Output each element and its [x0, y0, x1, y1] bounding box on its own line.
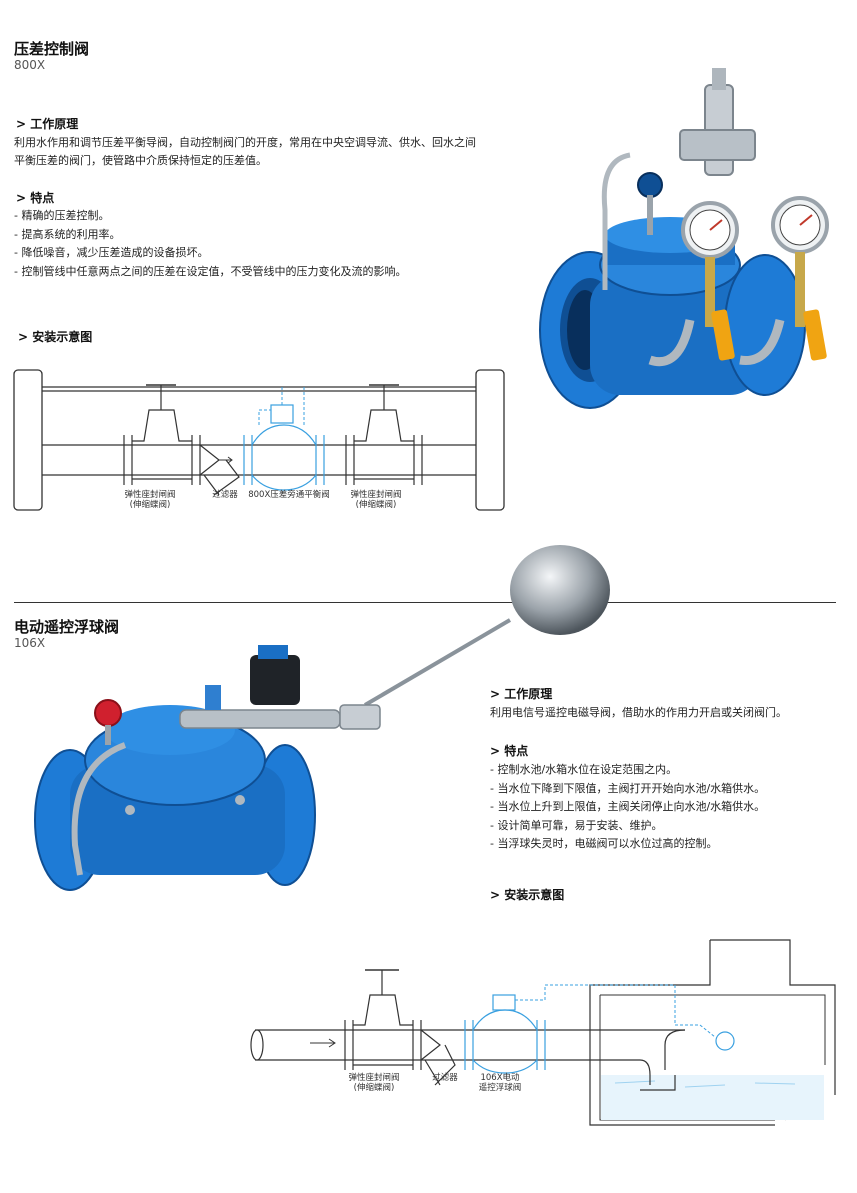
- section1-install-heading: > 安装示意图: [18, 330, 93, 344]
- list-item: - 设计简单可靠，易于安装、维护。: [490, 818, 663, 832]
- section2-title: 电动遥控浮球阀: [14, 618, 120, 636]
- section1-principle-text: 利用水作用和调节压差平衡导阀，自动控制阀门的开度，常用在中央空调导流、供水、回水…: [14, 134, 504, 170]
- label-strainer: 过滤器: [432, 1073, 458, 1083]
- list-item: - 提高系统的利用率。: [14, 227, 121, 241]
- section2-features-list: - 控制水池/水箱水位在设定范围之内。 - 当水位下降到下限值，主阀打开开始向水…: [490, 761, 765, 854]
- list-item: - 控制水池/水箱水位在设定范围之内。: [490, 763, 678, 776]
- list-item: - 当水位上升到上限值，主阀关闭停止向水池/水箱供水。: [490, 800, 766, 813]
- label-strainer: 过滤器: [212, 490, 238, 500]
- principle-line: 平衡压差的阀门，使管路中介质保持恒定的压差值。: [14, 154, 267, 167]
- list-item: - 降低噪音，减少压差造成的设备损坏。: [14, 246, 209, 259]
- section1-install-diagram: [13, 369, 505, 511]
- section2-install-diagram: [250, 939, 836, 1126]
- label-gate-valve-left: 弹性座封闸阀 (伸缩蝶阀): [124, 490, 176, 510]
- section1-features-heading: > 特点: [16, 191, 55, 205]
- section-divider: [14, 602, 836, 603]
- label-gate-valve: 弹性座封闸阀 (伸缩蝶阀): [348, 1073, 400, 1093]
- section2-principle-heading: > 工作原理: [490, 687, 553, 701]
- section1-model: 800X: [14, 58, 46, 72]
- section1-features-list: - 精确的压差控制。 - 提高系统的利用率。 - 降低噪音，减少压差造成的设备损…: [14, 207, 406, 281]
- label-bypass-valve: 800X压差旁通平衡阀: [248, 490, 330, 500]
- label-106x-valve: 106X电动 遥控浮球阀: [478, 1073, 522, 1093]
- principle-line: 利用水作用和调节压差平衡导阀，自动控制阀门的开度，常用在中央空调导流、供水、回水…: [14, 136, 476, 149]
- list-item: - 精确的压差控制。: [14, 209, 110, 222]
- label-gate-valve-right: 弹性座封闸阀 (伸缩蝶阀): [350, 490, 402, 510]
- section2-features-heading: > 特点: [490, 744, 529, 758]
- section1-principle-heading: > 工作原理: [16, 117, 79, 131]
- valve-800x-image: [539, 68, 829, 409]
- valve-106x-image: [34, 545, 610, 891]
- section2-principle-text: 利用电信号遥控电磁导阀，借助水的作用力开启或关闭阀门。: [490, 704, 830, 722]
- list-item: - 当浮球失灵时，电磁阀可以水位过高的控制。: [490, 837, 718, 850]
- list-item: - 控制管线中任意两点之间的压差在设定值，不受管线中的压力变化及流的影响。: [14, 264, 407, 278]
- section2-install-heading: > 安装示意图: [490, 888, 565, 902]
- section1-title: 压差控制阀: [14, 40, 90, 58]
- section2-model: 106X: [14, 636, 46, 650]
- list-item: - 当水位下降到下限值，主阀打开开始向水池/水箱供水。: [490, 781, 766, 795]
- principle-line: 利用电信号遥控电磁导阀，借助水的作用力开启或关闭阀门。: [490, 706, 787, 719]
